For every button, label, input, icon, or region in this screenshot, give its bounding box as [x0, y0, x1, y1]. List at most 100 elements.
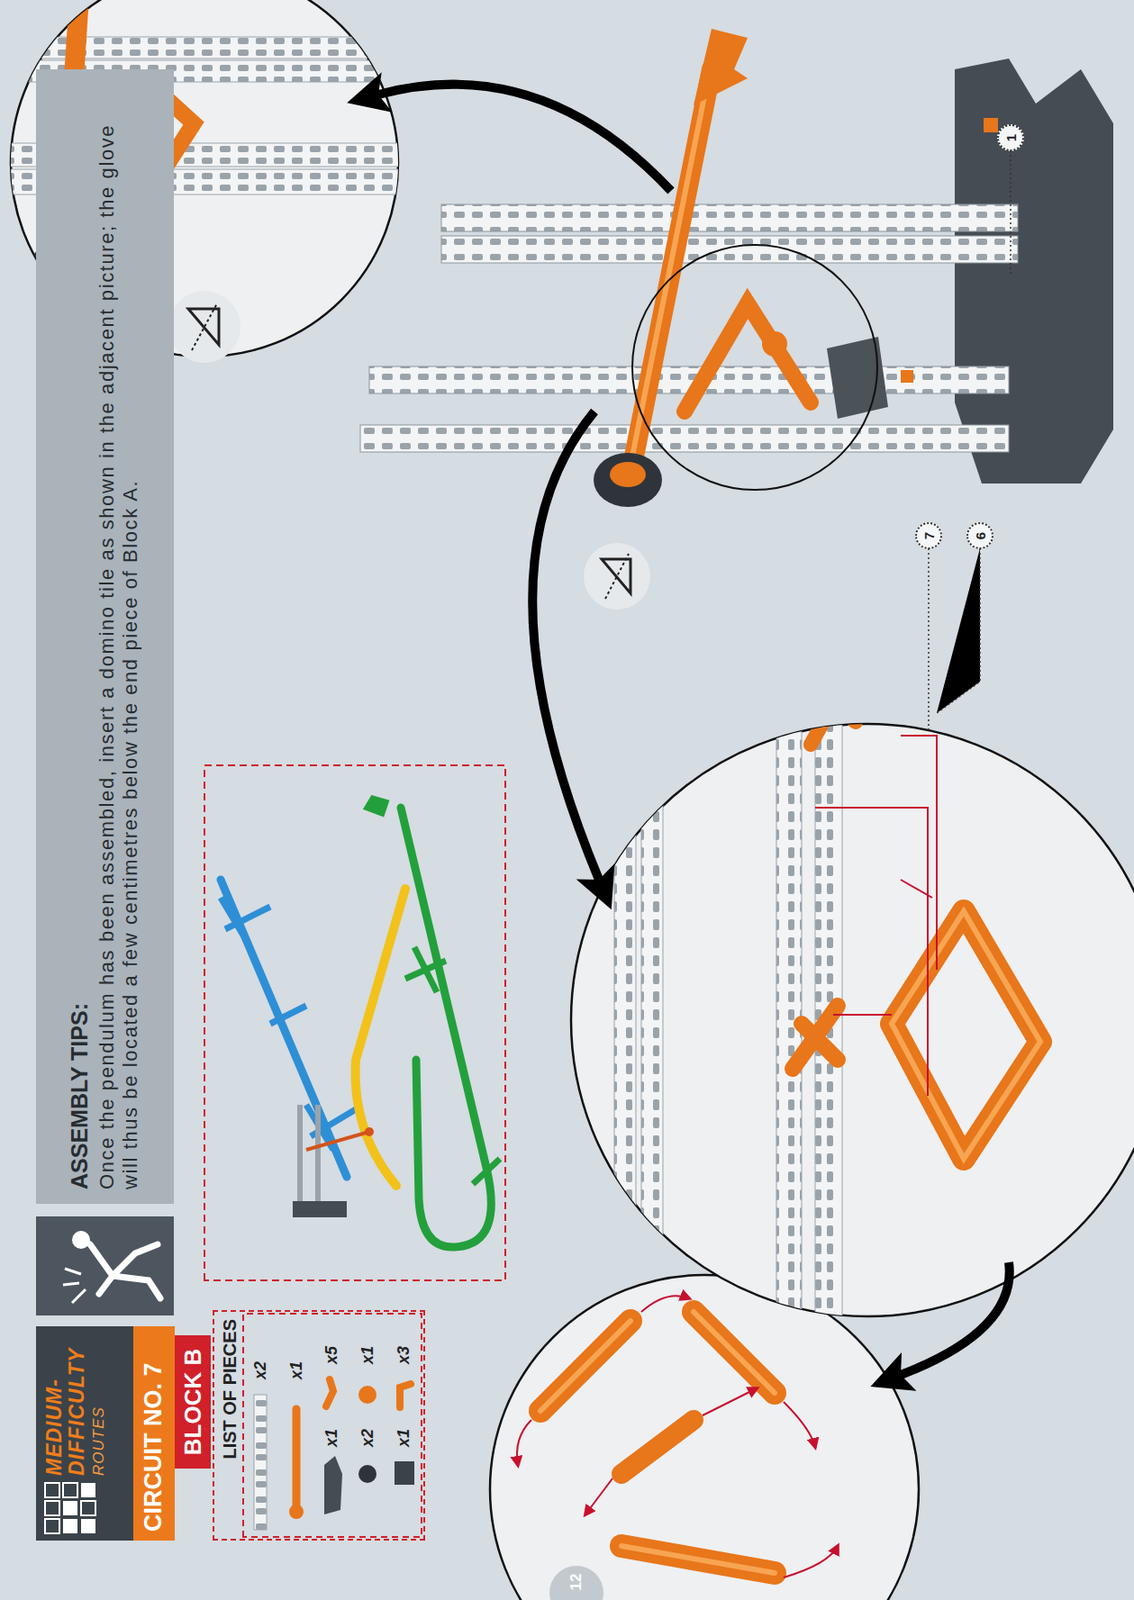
logo-squares-part	[63, 1519, 78, 1534]
detail-circle-exploded-part-part	[641, 1296, 690, 1313]
piece-count: x1	[322, 1429, 342, 1448]
detail-circle-exploded-part-part	[517, 1420, 532, 1466]
piece-icons-part	[326, 1379, 334, 1407]
detail-circle-rails-part-part	[614, 699, 636, 1331]
main-assembly-part	[630, 78, 708, 466]
overview-map-part	[315, 1105, 321, 1214]
main-assembly-part	[441, 204, 1018, 232]
detail-circle-rails-part-part	[900, 735, 937, 971]
flow-arrow-part	[900, 1262, 1010, 1376]
detail-circle-rails-part-part	[815, 807, 928, 1097]
overview-map-part	[306, 1132, 370, 1151]
detail-circle-exploded-part-part	[783, 1546, 838, 1579]
node-title: 6	[972, 532, 989, 540]
node-title: BLOCK B	[179, 1335, 208, 1470]
detail-circle-rails-part-part	[891, 911, 1041, 1160]
main-assembly-part	[441, 235, 1018, 264]
detail-circle-exploded	[489, 1275, 919, 1600]
detail-circle-exploded-part-part	[783, 1402, 816, 1448]
detail-circle-exploded-part-part	[621, 1420, 694, 1475]
domino-symbol-part	[601, 559, 631, 594]
page-number-badge-part	[549, 1566, 604, 1600]
domino-symbol-part	[605, 553, 629, 599]
piece-icons-part	[358, 1386, 377, 1405]
tips-icon	[36, 1216, 174, 1316]
pieces-box: LIST OF PIECES	[212, 1310, 426, 1542]
detail-circle-exploded-part-part	[585, 1478, 613, 1516]
piece-icons	[254, 1379, 415, 1531]
piece-count: x1	[394, 1429, 414, 1448]
tips-icon-part	[36, 1216, 174, 1316]
tips-icon-part	[90, 1244, 161, 1299]
overview-map	[204, 765, 506, 1281]
piece-count: x1	[358, 1346, 378, 1365]
tips-band: ASSEMBLY TIPS:Once the pendulum has been…	[36, 69, 174, 1205]
overview-map-part	[364, 1127, 374, 1137]
main-assembly	[360, 28, 1114, 508]
logo-squares-part	[45, 1519, 60, 1534]
tips-icon-part	[63, 1269, 86, 1304]
callout-number: 7	[915, 522, 943, 550]
node-body: ROUTES	[90, 1330, 109, 1477]
list-inner-frame	[243, 1314, 422, 1538]
node-title: MEDIUM-DIFFICULTY	[43, 1332, 89, 1477]
main-assembly-part	[693, 28, 748, 106]
overview-map-part	[367, 798, 500, 1185]
list-inner-frame-part	[243, 1314, 422, 1538]
overview-map-part	[292, 1201, 347, 1218]
main-assembly-part	[954, 58, 1114, 484]
overview-map-part	[297, 1105, 303, 1214]
callout-leader-part	[936, 548, 980, 714]
node-body: Once the pendulum has been assembled, in…	[95, 87, 143, 1190]
detail-circle-rails-part	[614, 699, 1041, 1331]
node-title: ASSEMBLY TIPS:	[66, 87, 93, 1190]
logo-squares-part	[81, 1519, 96, 1534]
piece-icons-part	[358, 1465, 377, 1484]
callout-leader-part	[927, 548, 930, 732]
detail-circle-rails-part-part	[792, 1006, 838, 1070]
main-assembly-part	[900, 370, 914, 383]
flow-arrow	[378, 84, 1010, 1376]
callout-leader	[928, 150, 1011, 732]
main-assembly-part	[983, 117, 998, 133]
main-assembly-part	[684, 303, 811, 412]
logo-squares-part	[63, 1483, 78, 1498]
main-assembly-part	[762, 331, 788, 357]
block-box: BLOCK B	[174, 1335, 211, 1470]
flow-arrow-part	[378, 84, 672, 191]
main-assembly-part	[360, 425, 1009, 453]
overview-map-part	[220, 898, 356, 1151]
detail-circle-domino-part-part	[0, 36, 415, 59]
domino-symbol-part	[188, 308, 219, 345]
callout-number: 1	[997, 124, 1025, 152]
logo-squares-part	[63, 1501, 78, 1516]
domino-symbol	[168, 290, 651, 610]
logo-squares-part	[45, 1501, 60, 1516]
flow-arrow-part	[532, 411, 599, 880]
main-assembly-part	[632, 244, 878, 490]
piece-count: x5	[322, 1346, 342, 1365]
piece-icons-part	[292, 1409, 301, 1513]
overview-map-part	[355, 889, 406, 1187]
detail-circle-exploded-part	[489, 1275, 919, 1600]
piece-count: x1	[287, 1361, 307, 1380]
logo-squares-part	[45, 1483, 60, 1498]
main-assembly-part	[630, 69, 712, 475]
piece-icons-part	[324, 1456, 343, 1516]
piece-icons-part	[289, 1505, 304, 1520]
piece-icons-part	[254, 1395, 267, 1531]
callout-number: 6	[966, 522, 994, 550]
piece-count: x2	[251, 1361, 271, 1380]
callout-leader-part	[1009, 150, 1012, 277]
domino-symbol-part	[583, 543, 651, 610]
node-title: 1	[1003, 134, 1019, 142]
detail-circle-rails-part-part	[641, 699, 663, 1331]
detail-circle-exploded-part-part	[702, 1388, 757, 1416]
detail-circle-exploded-part-part	[540, 1312, 775, 1574]
detail-circle-rails	[571, 699, 1134, 1331]
overview-map-part	[204, 765, 506, 1281]
piece-icons-part	[394, 1461, 415, 1486]
